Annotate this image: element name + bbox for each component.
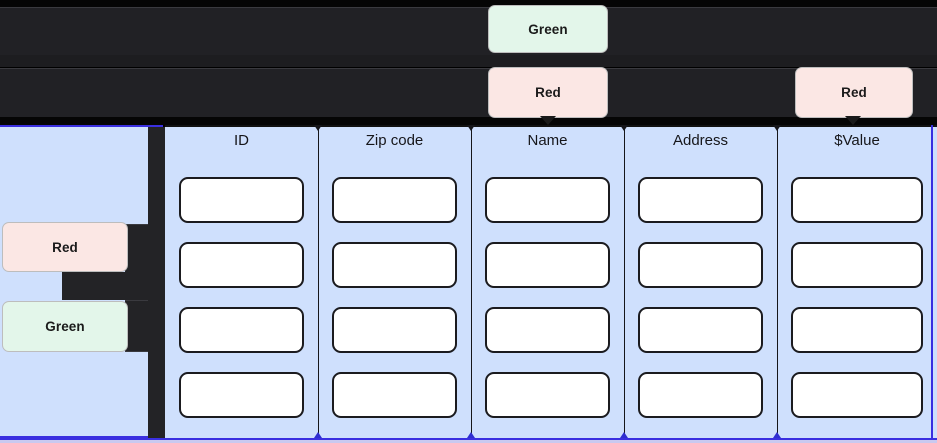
input-id-row-4[interactable] [179, 372, 304, 418]
input-address-row-3[interactable] [638, 307, 763, 353]
column-header-id: ID [234, 132, 249, 149]
input-name-row-3[interactable] [485, 307, 610, 353]
divider-arrow-top-icon [620, 125, 628, 131]
pointer-arrow-right-icon [845, 116, 861, 125]
annotation-row-2 [0, 68, 937, 119]
input-zip-code-row-1[interactable] [332, 177, 457, 223]
input-name-row-1[interactable] [485, 177, 610, 223]
column-address: Address [624, 125, 777, 438]
divider-arrow-bottom-icon [467, 432, 475, 438]
input-address-row-4[interactable] [638, 372, 763, 418]
left-strip-lower [125, 300, 152, 352]
left-panel-scrollbar[interactable] [148, 127, 165, 440]
input-value-row-2[interactable] [791, 242, 923, 288]
input-zip-code-row-3[interactable] [332, 307, 457, 353]
main-region: Red Green ID Zip code Name [0, 125, 937, 443]
input-value-row-4[interactable] [791, 372, 923, 418]
annotation-row-1 [0, 7, 937, 56]
annotation-chip-red-right[interactable]: Red [795, 67, 913, 118]
column-id: ID [165, 125, 318, 438]
column-divider-3 [620, 125, 628, 438]
bottom-edge-strip [0, 438, 937, 443]
input-zip-code-row-4[interactable] [332, 372, 457, 418]
input-value-row-1[interactable] [791, 177, 923, 223]
left-chip-green[interactable]: Green [2, 301, 128, 352]
right-edge-rule [931, 125, 933, 438]
left-strip-upper [125, 224, 152, 274]
column-name: Name [471, 125, 624, 438]
column-header-address: Address [672, 132, 729, 149]
column-header-name: Name [527, 132, 568, 149]
column-divider-4 [773, 125, 781, 438]
input-address-row-1[interactable] [638, 177, 763, 223]
column-value: $Value [777, 125, 937, 438]
input-value-row-3[interactable] [791, 307, 923, 353]
input-address-row-2[interactable] [638, 242, 763, 288]
divider-arrow-bottom-icon [620, 432, 628, 438]
input-name-row-4[interactable] [485, 372, 610, 418]
mid-black-strip [0, 117, 937, 125]
input-id-row-2[interactable] [179, 242, 304, 288]
divider-arrow-top-icon [314, 125, 322, 131]
divider-arrow-bottom-icon [773, 432, 781, 438]
column-divider-2 [467, 125, 475, 438]
column-zip-code: Zip code [318, 125, 471, 438]
input-id-row-3[interactable] [179, 307, 304, 353]
input-id-row-1[interactable] [179, 177, 304, 223]
annotation-chip-red-center[interactable]: Red [488, 67, 608, 118]
divider-arrow-bottom-icon [314, 432, 322, 438]
pointer-arrow-center-icon [540, 116, 556, 125]
left-chip-red[interactable]: Red [2, 222, 128, 272]
annotation-row-gap [0, 55, 937, 67]
column-divider-1 [314, 125, 322, 438]
divider-arrow-top-icon [773, 125, 781, 131]
top-black-strip [0, 0, 937, 7]
left-panel: Red Green [0, 125, 165, 440]
column-header-value: $Value [834, 132, 880, 149]
column-header-zip-code: Zip code [365, 132, 424, 149]
input-zip-code-row-2[interactable] [332, 242, 457, 288]
form-table: ID Zip code Name Addres [165, 125, 937, 438]
left-strip-middle [62, 272, 152, 300]
input-name-row-2[interactable] [485, 242, 610, 288]
divider-arrow-top-icon [467, 125, 475, 131]
annotation-chip-green-top[interactable]: Green [488, 5, 608, 53]
